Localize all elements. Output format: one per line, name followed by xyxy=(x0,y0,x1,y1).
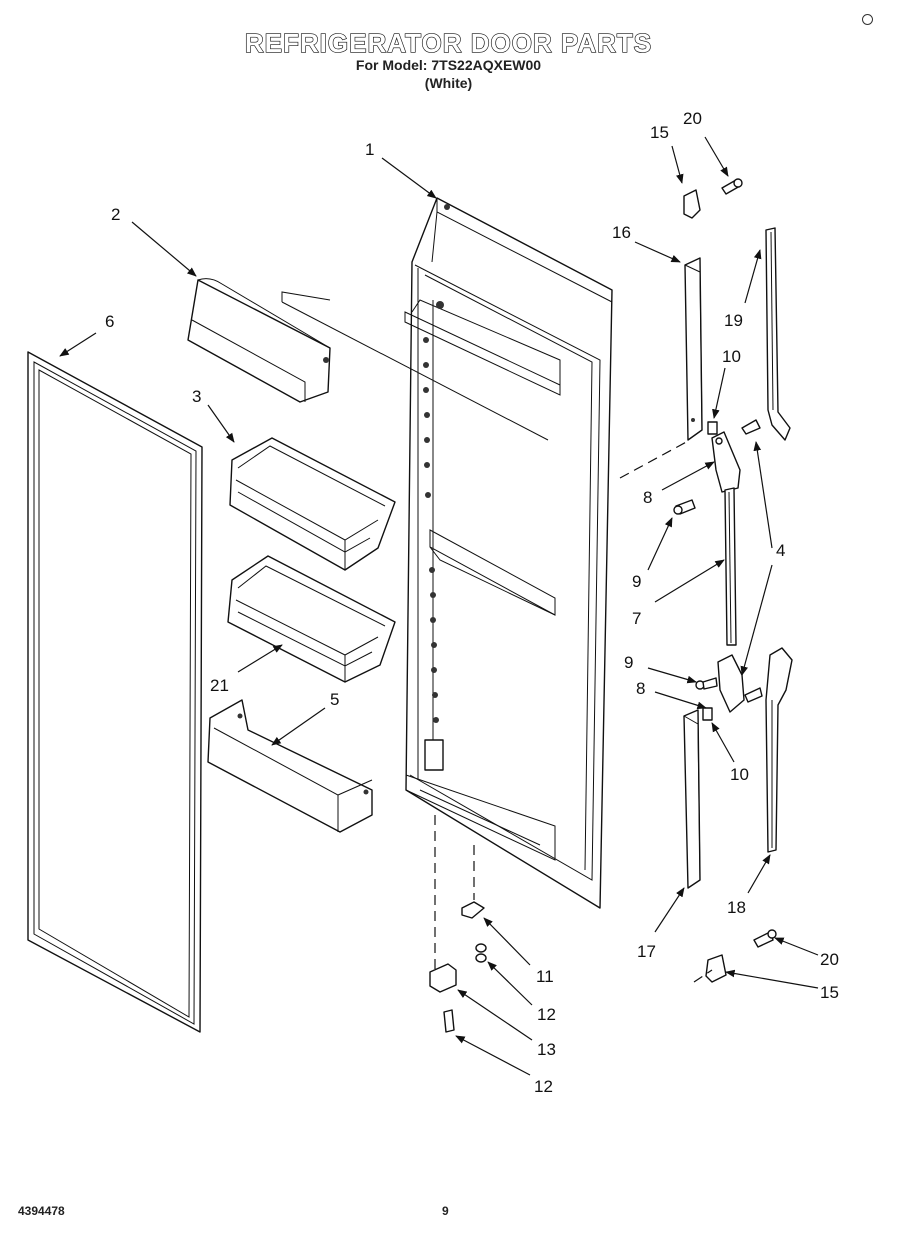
callout-8-lower: 8 xyxy=(636,679,645,698)
callout-3: 3 xyxy=(192,387,201,406)
hinge-screw-12-lower-part xyxy=(443,1009,455,1033)
leader-lines xyxy=(59,136,819,1076)
callout-7: 7 xyxy=(632,609,641,628)
upper-end-cap-part xyxy=(711,419,761,493)
hinge-bushing-11-part xyxy=(461,901,485,919)
lower-screw-9-part xyxy=(695,677,718,690)
lower-end-cap-part xyxy=(717,654,763,713)
upper-bracket-part xyxy=(683,189,701,219)
upper-trim-part xyxy=(684,257,703,441)
corner-circle-mark xyxy=(862,14,873,25)
callout-18: 18 xyxy=(727,898,746,917)
hinge-bracket-13-part xyxy=(429,963,457,993)
lower-screw-part xyxy=(753,929,777,948)
bottom-door-bin-part xyxy=(207,699,373,833)
page-title: REFRIGERATOR DOOR PARTS xyxy=(244,27,653,58)
callout-21: 21 xyxy=(210,676,229,695)
door-bin-upper-part xyxy=(229,437,396,571)
upper-screw-9-part xyxy=(673,499,696,515)
callout-15-upper: 15 xyxy=(650,123,669,142)
callout-10-lower: 10 xyxy=(730,765,749,784)
lower-clip-part xyxy=(702,707,713,721)
upper-clip-part xyxy=(707,421,718,435)
callout-11: 11 xyxy=(536,967,554,986)
callout-19: 19 xyxy=(724,311,743,330)
callout-15-lower: 15 xyxy=(820,983,839,1002)
callout-9-lower: 9 xyxy=(624,653,633,672)
callout-2: 2 xyxy=(111,205,120,224)
door-bin-lower-part xyxy=(227,555,396,683)
callout-20-upper: 20 xyxy=(683,109,702,128)
page-number: 9 xyxy=(442,1204,449,1218)
lower-handle-part xyxy=(765,647,793,853)
callout-9-upper: 9 xyxy=(632,572,641,591)
hinge-screw-12-upper-part xyxy=(475,943,487,963)
callout-5: 5 xyxy=(330,690,339,709)
model-line: For Model: 7TS22AQXEW00 xyxy=(355,57,542,73)
color-line: (White) xyxy=(424,75,473,91)
upper-handle-part xyxy=(765,227,791,441)
handle-insert-part xyxy=(724,487,737,646)
upper-screw-part xyxy=(721,178,743,195)
callout-12-upper: 12 xyxy=(537,1005,556,1024)
callout-20-lower: 20 xyxy=(820,950,839,969)
callout-13: 13 xyxy=(537,1040,556,1059)
lower-trim-part xyxy=(683,709,701,889)
document-number: 4394478 xyxy=(18,1204,65,1218)
liner-holes xyxy=(423,204,450,723)
callout-17: 17 xyxy=(637,942,656,961)
callout-10-upper: 10 xyxy=(722,347,741,366)
callout-12-lower: 12 xyxy=(534,1077,553,1096)
callout-4: 4 xyxy=(776,541,785,560)
callout-1: 1 xyxy=(365,140,374,159)
callout-6: 6 xyxy=(105,312,114,331)
dairy-door-part xyxy=(187,278,549,441)
door-gasket-part xyxy=(27,351,203,1033)
door-liner-part xyxy=(404,197,613,909)
callout-8-upper: 8 xyxy=(643,488,652,507)
callout-16: 16 xyxy=(612,223,631,242)
lower-bracket-part xyxy=(705,954,727,983)
